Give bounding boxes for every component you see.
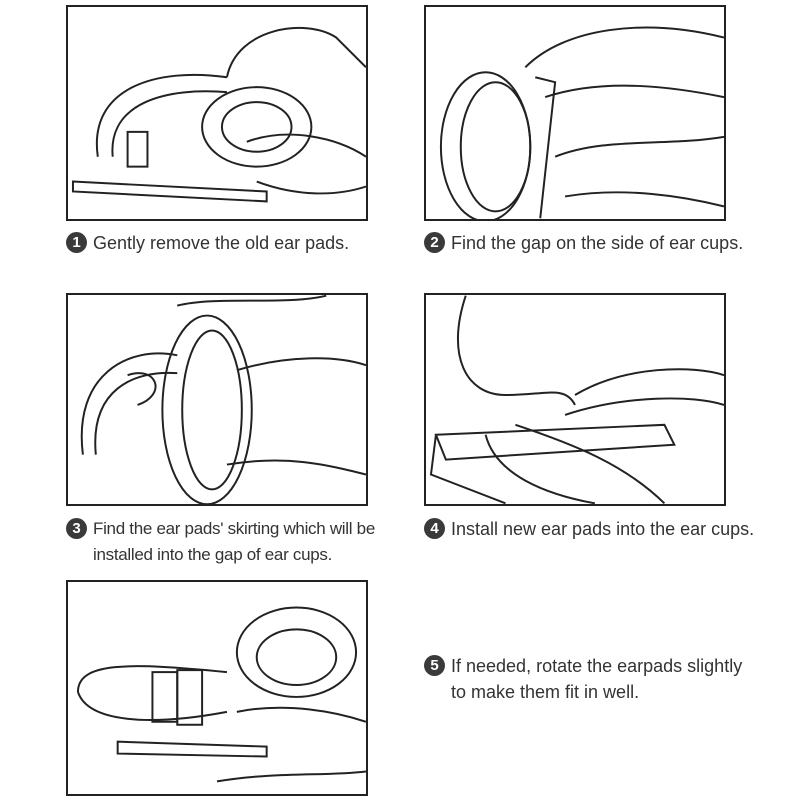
- step-text: If needed, rotate the earpads slightly t…: [451, 656, 743, 702]
- step-number-badge: 4: [424, 518, 445, 539]
- step-number-badge: 2: [424, 232, 445, 253]
- step-3-caption: 3 Find the ear pads' skirting which will…: [66, 516, 406, 568]
- step-text: Install new ear pads into the ear cups.: [451, 519, 755, 539]
- step-4-caption: 4 Install new ear pads into the ear cups…: [424, 516, 764, 542]
- step-number-badge: 1: [66, 232, 87, 253]
- step-text: Gently remove the old ear pads.: [93, 233, 350, 253]
- step-5-caption: 5 If needed, rotate the earpads slightly…: [424, 653, 764, 705]
- step-5-illustration: [66, 580, 368, 796]
- step-1-caption: 1 Gently remove the old ear pads.: [66, 230, 406, 256]
- step-text: Find the gap on the side of ear cups.: [451, 233, 744, 253]
- step-4-illustration: [424, 293, 726, 506]
- step-3-illustration: [66, 293, 368, 506]
- step-text: Find the ear pads' skirting which will b…: [93, 519, 375, 564]
- step-number-badge: 5: [424, 655, 445, 676]
- step-2-illustration: [424, 5, 726, 221]
- step-2-caption: 2 Find the gap on the side of ear cups.: [424, 230, 764, 256]
- step-number-badge: 3: [66, 518, 87, 539]
- step-1-illustration: [66, 5, 368, 221]
